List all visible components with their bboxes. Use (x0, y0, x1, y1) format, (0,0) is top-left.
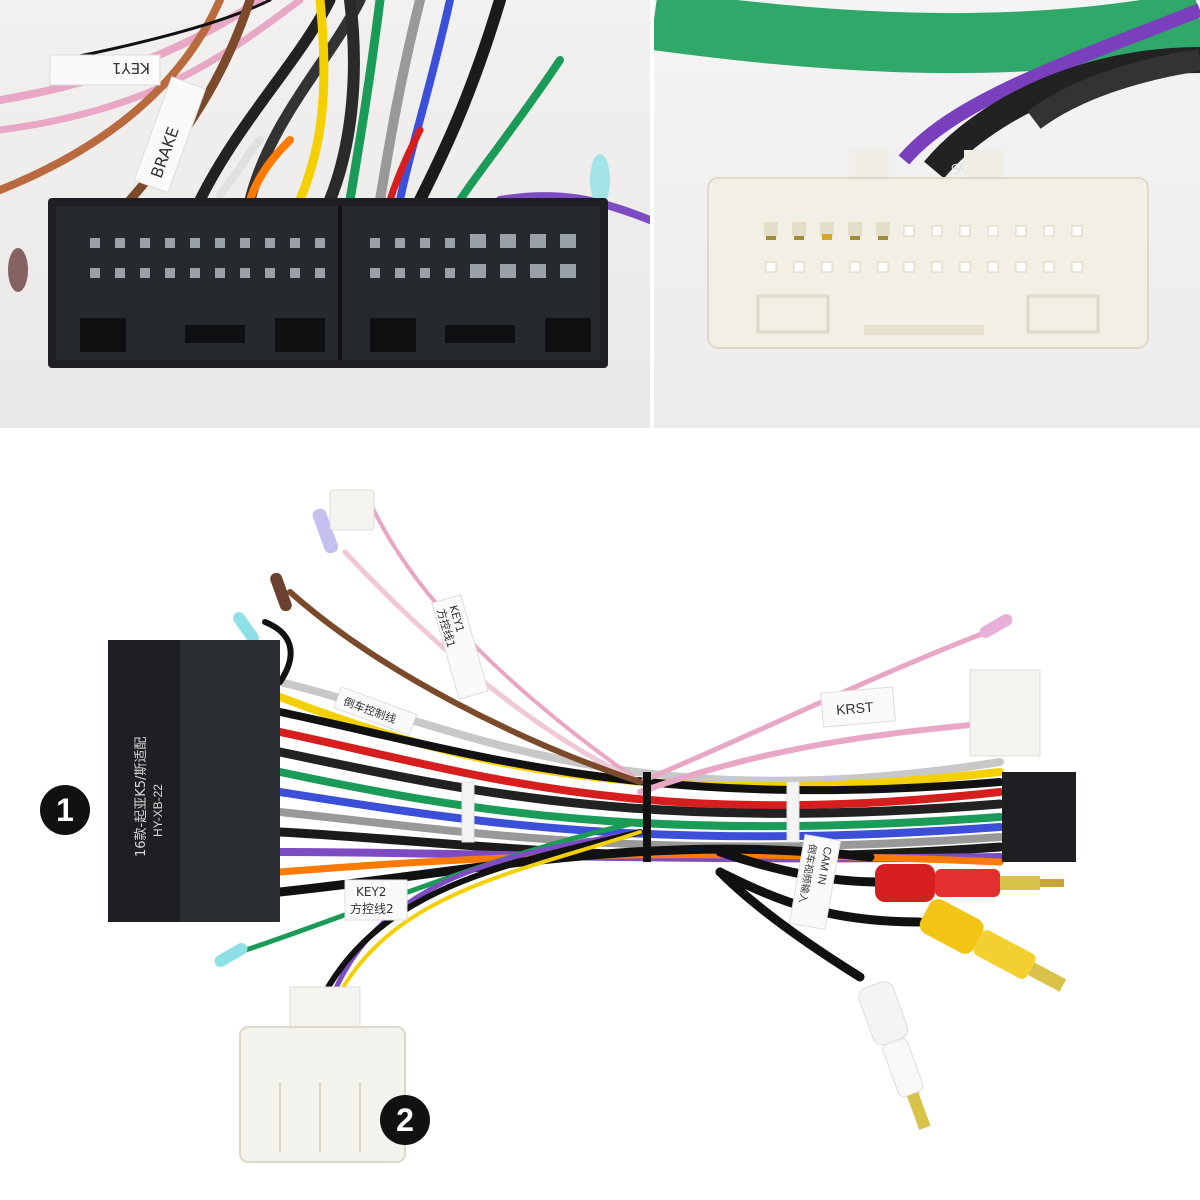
badge-1-main: 1 (40, 785, 90, 835)
key2-cn-label: 方控线2 (350, 901, 394, 916)
model-code: HY-XB-22 (151, 784, 165, 837)
yellow-rca-plug (919, 899, 984, 954)
photo-white-connector: Soc (654, 0, 1200, 428)
black-connector-small (1002, 772, 1076, 862)
photo-wiring-harness: 16款-起亚K5/斯适配 HY-XB-22 KEY1 方控线1 倒车控制线 KR… (0, 432, 1200, 1200)
badge-2-main: 2 (380, 1095, 430, 1145)
krst-label: KRST (835, 699, 874, 718)
red-rca-plug (875, 864, 935, 902)
white-connector-closeup: Soc (654, 0, 1200, 349)
key1-top-label: KEY1 (112, 59, 150, 77)
model-label: 16款-起亚K5/斯适配 (134, 737, 149, 857)
wiring-harness-illustration: 16款-起亚K5/斯适配 HY-XB-22 KEY1 方控线1 倒车控制线 KR… (108, 489, 1076, 1163)
white-connector-body (707, 177, 1149, 349)
key2-label: KEY2 (356, 885, 386, 899)
white-connector-main (239, 1026, 406, 1163)
photo-black-connector: BRAKE KEY1 (0, 0, 650, 428)
white-rca-plug (858, 981, 909, 1046)
black-connector-closeup: BRAKE KEY1 (0, 0, 650, 368)
white-comb-connector (969, 669, 1041, 757)
